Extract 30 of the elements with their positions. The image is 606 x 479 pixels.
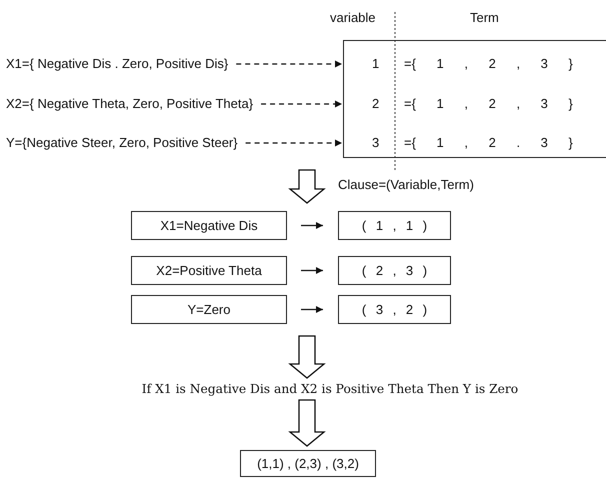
set-definition: X1={ Negative Dis . Zero, Positive Dis} (6, 56, 228, 71)
process-box: X2=Positive Theta (131, 256, 287, 285)
arrow (261, 100, 342, 108)
term-set: ={ 1 , 2 . 3 } (404, 135, 573, 150)
hollow-arrow (288, 399, 326, 447)
set-definition: Y={Negative Steer, Zero, Positive Steer} (6, 135, 238, 150)
term-set: ={ 1 , 2 , 3 } (404, 56, 573, 71)
hollow-arrow (288, 335, 326, 379)
variable-number: 1 (372, 56, 380, 71)
variable-number: 3 (372, 135, 380, 150)
term-set: ={ 1 , 2 , 3 } (404, 96, 573, 111)
clause-definition: Clause=(Variable,Term) (338, 177, 474, 192)
arrow (301, 222, 323, 229)
process-box: ( 2 , 3 ) (338, 256, 451, 285)
column-header: variable (330, 10, 376, 25)
process-box: (1,1) , (2,3) , (3,2) (240, 450, 376, 477)
table-frame (343, 40, 606, 158)
column-header: Term (470, 10, 499, 25)
rule-sentence: If X1 is Negative Dis and X2 is Positive Theta Then Y is Zero (142, 382, 518, 396)
variable-number: 2 (372, 96, 380, 111)
hollow-arrow (288, 169, 326, 204)
process-box: X1=Negative Dis (131, 211, 287, 240)
arrow (246, 140, 342, 146)
set-definition: X2={ Negative Theta, Zero, Positive Theta} (6, 96, 254, 111)
arrow (301, 306, 323, 313)
arrow (236, 60, 342, 68)
arrow (301, 267, 323, 274)
process-box: Y=Zero (131, 295, 287, 324)
process-box: ( 1 , 1 ) (338, 211, 451, 240)
process-box: ( 3 , 2 ) (338, 295, 451, 324)
